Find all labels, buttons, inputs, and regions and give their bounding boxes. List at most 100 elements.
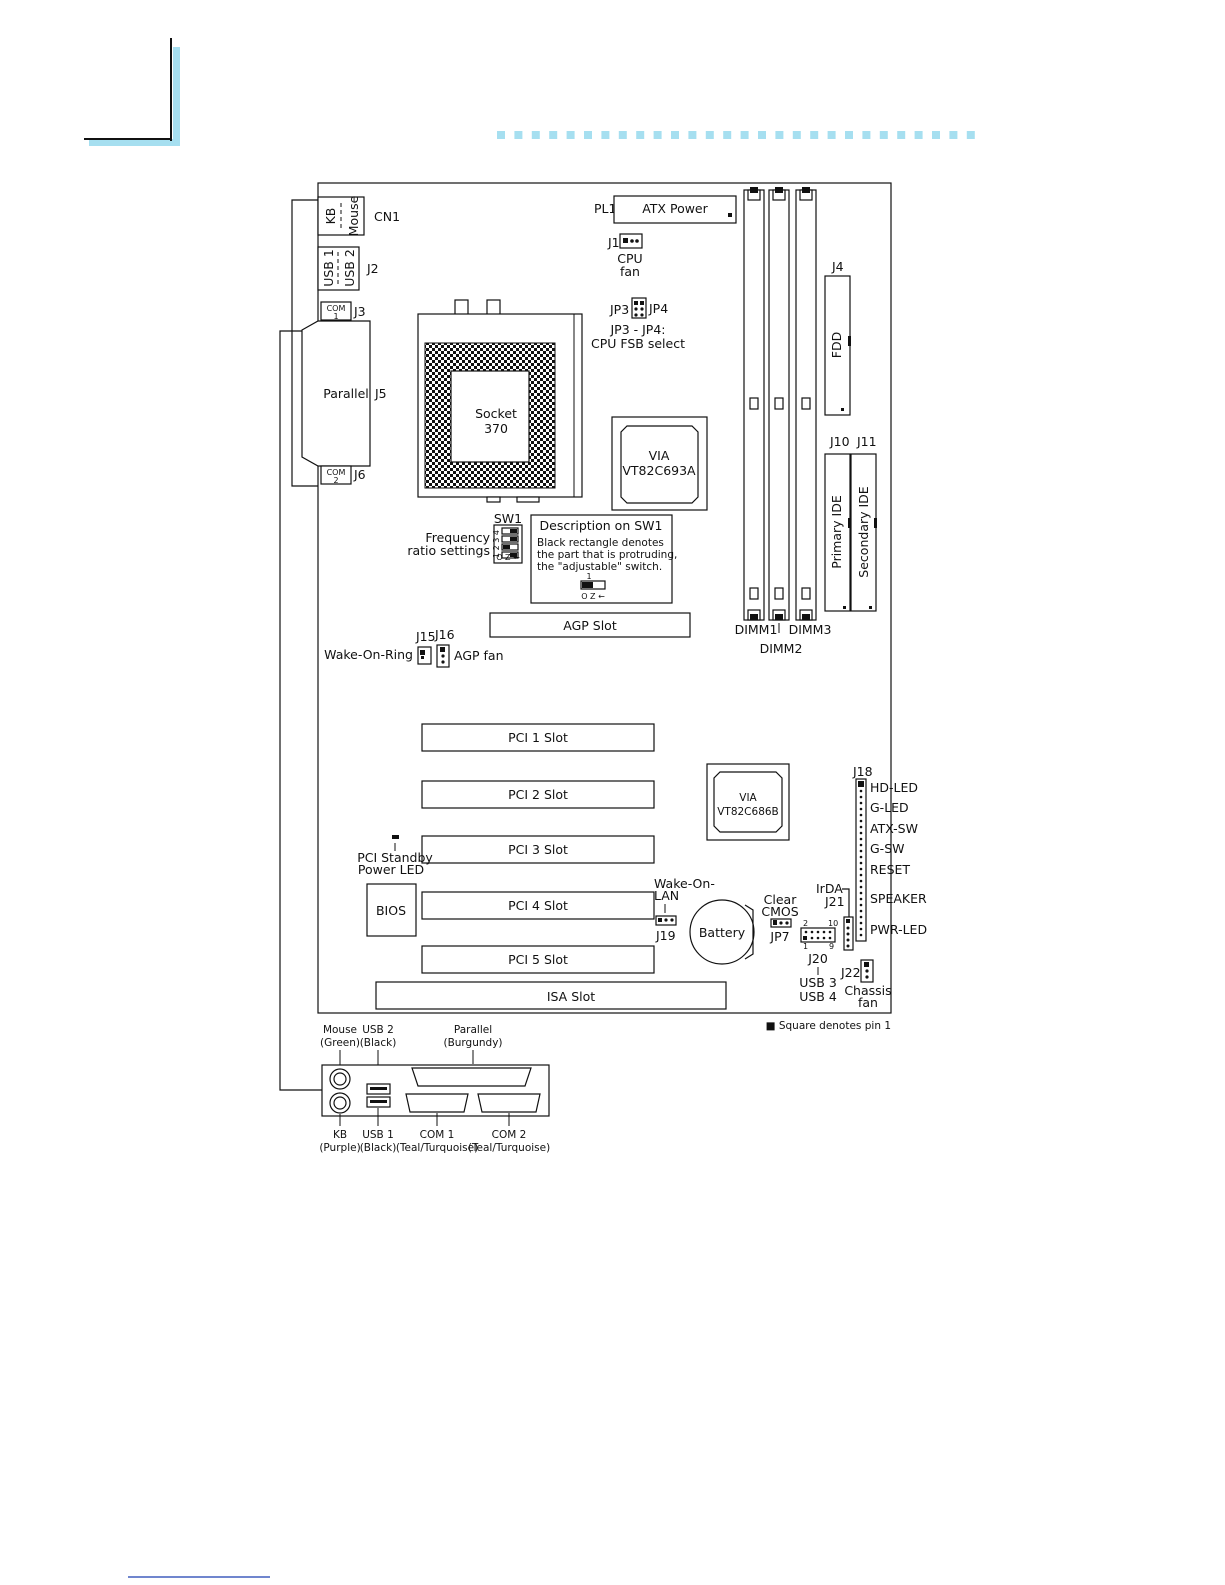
rear-usb2-line2: (Black) (360, 1037, 397, 1049)
j3-com-label: COM (327, 304, 346, 313)
header-corner-decoration (84, 38, 180, 146)
cmos-battery (689, 899, 755, 965)
header-dot (549, 131, 558, 139)
bios-label: BIOS (376, 903, 406, 918)
sw1-desc-line1: Black rectangle denotes (537, 537, 664, 549)
socket-370 (417, 299, 583, 503)
header-dot (966, 131, 975, 139)
rear-usb1-line1: USB 1 (362, 1129, 394, 1141)
j11-secondary-ide (850, 453, 877, 612)
dimm-sockets (743, 187, 817, 621)
pci-standby-led (392, 835, 399, 839)
header-dot (914, 131, 923, 139)
j5-ref: J5 (374, 386, 387, 401)
j2-usb2-label: USB 2 (342, 249, 357, 287)
rear-parallel-port (411, 1067, 532, 1087)
board-outline (317, 182, 892, 1014)
rear-mouse-line1: Mouse (323, 1024, 357, 1036)
pl1-ref: PL1 (594, 201, 616, 216)
north-bridge-line2: VT82C693A (622, 463, 696, 478)
header-dot (932, 131, 940, 139)
j4-fdd-connector (824, 275, 851, 416)
j1-ref: J1 (607, 235, 620, 250)
header-dot (758, 131, 766, 139)
j19-ref: J19 (655, 928, 676, 943)
j20-line2: USB 4 (799, 989, 837, 1004)
dimm3-socket (795, 187, 817, 621)
dimm2-socket (768, 187, 790, 621)
socket-label-line2: 370 (484, 421, 508, 436)
j22-line1: Chassis (844, 983, 891, 998)
j6-com2-connector (320, 465, 352, 485)
j20-pin10: 10 (828, 919, 838, 928)
header-dot (688, 131, 697, 139)
jp7-ref: JP7 (769, 929, 789, 944)
rear-com1-line1: COM 1 (420, 1129, 455, 1141)
j18-pin-label: G-LED (870, 800, 909, 815)
header-dot (531, 131, 540, 139)
j10-primary-ide (824, 453, 851, 612)
rear-ps2-ports (329, 1068, 351, 1114)
j20-pin9: 9 (829, 942, 834, 951)
j18-front-panel-header (855, 778, 867, 942)
jp3-ref: JP3 (609, 302, 629, 317)
secondary-ide-label: Secondary IDE (856, 486, 871, 577)
sw1-nums: 1 2 3 4 (492, 530, 501, 558)
jp4-ref: JP4 (648, 301, 668, 316)
pci-slot-4 (421, 891, 655, 920)
j18-pin-label: G-SW (870, 841, 905, 856)
j1-cpu-label: CPU (617, 251, 642, 266)
rear-panel-leader (279, 330, 322, 1091)
j18-pin-label: HD-LED (870, 780, 918, 795)
header-dot (897, 131, 906, 139)
rear-parallel-line2: (Burgundy) (443, 1037, 502, 1049)
dimm3-label: DIMM3 (789, 622, 832, 637)
isa-slot (375, 981, 727, 1010)
j5-parallel-connector (301, 320, 371, 467)
agp-fan-label: AGP fan (454, 648, 504, 663)
fdd-label: FDD (829, 332, 844, 358)
header-dot (497, 131, 505, 139)
header-dot (740, 131, 749, 139)
sw1-desc-oz: O Z ← (581, 592, 605, 601)
j10-ref: J10 (829, 434, 850, 449)
header-dot (862, 131, 871, 139)
agp-slot (489, 612, 691, 638)
header-dot (810, 131, 819, 139)
pci-slot-3 (421, 835, 655, 864)
rear-kb-line1: KB (333, 1129, 347, 1141)
rear-com1-port (405, 1093, 469, 1113)
dimm1-label: DIMM1 (735, 622, 778, 637)
j6-com-num: 2 (333, 476, 338, 485)
primary-ide-label: Primary IDE (829, 495, 844, 569)
atx-power-connector (613, 195, 737, 224)
sw1-desc-line2: the part that is protruding, (537, 549, 677, 561)
j2-usb1-label: USB 1 (321, 249, 336, 287)
header-dot (618, 131, 627, 139)
j6-com-label: COM (327, 468, 346, 477)
j2-usb-connector: USB 1 USB 2 (317, 246, 360, 291)
cn1-connector: KB Mouse (317, 195, 365, 236)
j4-ref: J4 (831, 259, 844, 274)
jp34-note-line1: JP3 - JP4: (609, 322, 665, 337)
header-dot (514, 131, 523, 139)
j3-ref: J3 (353, 304, 366, 319)
cn1-mouse-label: Mouse (346, 195, 361, 236)
bios-chip (366, 883, 417, 937)
pci-led-line1: PCI Standby (357, 850, 433, 865)
j2-ref: J2 (366, 261, 379, 276)
j21-line1: IrDA (816, 881, 843, 896)
rear-kb-line2: (Purple) (319, 1142, 360, 1154)
header-dot (879, 131, 888, 139)
rear-usb1-line2: (Black) (360, 1142, 397, 1154)
rear-com2-line2: (Teal/Turquoise) (468, 1142, 550, 1154)
pci-led-line2: Power LED (358, 862, 424, 877)
j20-usb-header (800, 927, 836, 943)
header-dot (827, 131, 836, 139)
j6-ref: J6 (353, 467, 366, 482)
rear-mouse-line2: (Green) (320, 1037, 360, 1049)
agp-slot-label: AGP Slot (563, 618, 617, 633)
cn1-ref: CN1 (374, 209, 400, 224)
header-dot (792, 131, 801, 139)
j15-wake-on-ring-header (417, 646, 432, 665)
